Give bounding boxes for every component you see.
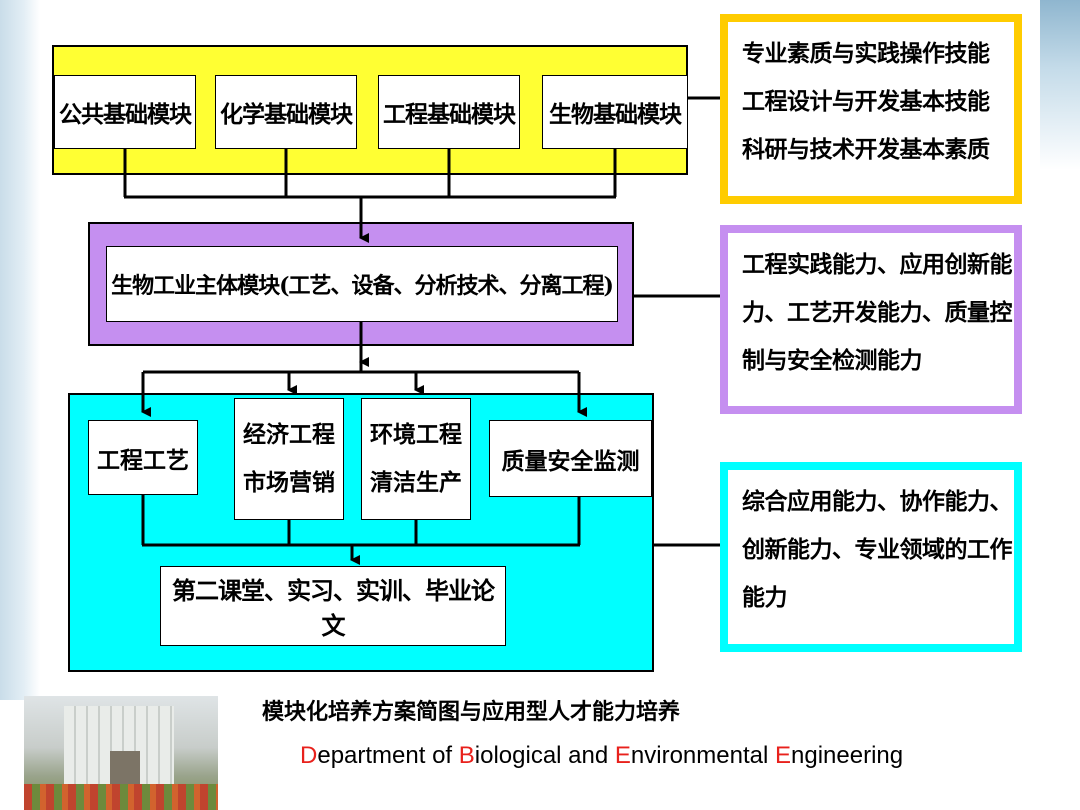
- ability-line: 综合应用能力、协作能力、: [742, 488, 1013, 515]
- practice-box: 第二课堂、实习、实训、毕业论文: [160, 566, 506, 646]
- ability-line: 科研与技术开发基本素质: [742, 136, 990, 163]
- dept-text-part: epartment of: [317, 742, 459, 769]
- dept-text-part: ngineering: [791, 742, 904, 769]
- dept-text-part: B: [458, 742, 475, 769]
- ability-box-core: 工程实践能力、应用创新能 力、工艺开发能力、质量控 制与安全检测能力: [720, 225, 1022, 414]
- direction-quality-safety: 质量安全监测: [489, 420, 652, 497]
- module-public-basic: 公共基础模块: [54, 75, 196, 149]
- dept-text-part: E: [774, 742, 791, 769]
- diagram-caption: 模块化培养方案简图与应用型人才能力培养: [262, 700, 681, 725]
- dept-text-part: iological and: [474, 742, 615, 769]
- direction-line: 工程工艺: [97, 446, 189, 474]
- direction-line: 质量安全监测: [501, 447, 640, 475]
- ability-line: 能力: [742, 584, 788, 611]
- background-sky-decoration: [1040, 0, 1080, 170]
- module-chemistry-basic: 化学基础模块: [215, 75, 357, 149]
- ability-box-comprehensive: 综合应用能力、协作能力、 创新能力、专业领域的工作 能力: [720, 462, 1022, 652]
- ability-line: 创新能力、专业领域的工作: [742, 536, 1013, 563]
- module-biology-basic: 生物基础模块: [542, 75, 688, 149]
- ability-box-basic: 专业素质与实践操作技能 工程设计与开发基本技能 科研与技术开发基本素质: [720, 14, 1022, 204]
- direction-process-engineering: 工程工艺: [88, 420, 198, 495]
- direction-line: 经济工程: [243, 421, 335, 448]
- direction-environmental-engineering: 环境工程 清洁生产: [361, 398, 471, 520]
- dept-text-part: E: [614, 742, 631, 769]
- campus-building-photo: [24, 696, 218, 810]
- ability-line: 专业素质与实践操作技能: [742, 40, 990, 67]
- ability-line: 工程实践能力、应用创新能: [742, 251, 1013, 278]
- main-module-box: 生物工业主体模块(工艺、设备、分析技术、分离工程): [106, 246, 618, 322]
- direction-economic-engineering: 经济工程 市场营销: [234, 398, 344, 520]
- ability-line: 工程设计与开发基本技能: [742, 88, 990, 115]
- module-engineering-basic: 工程基础模块: [378, 75, 520, 149]
- direction-line: 清洁生产: [370, 469, 462, 496]
- background-left-decoration: [0, 0, 40, 700]
- ability-line: 制与安全检测能力: [742, 347, 923, 374]
- flower-bed: [24, 784, 218, 810]
- ability-line: 力、工艺开发能力、质量控: [742, 299, 1013, 326]
- dept-text-part: D: [300, 742, 318, 769]
- direction-line: 环境工程: [370, 421, 462, 448]
- direction-line: 市场营销: [243, 469, 335, 496]
- dept-text-part: nvironmental: [630, 742, 775, 769]
- department-name: Department of Biological and Environment…: [300, 742, 903, 770]
